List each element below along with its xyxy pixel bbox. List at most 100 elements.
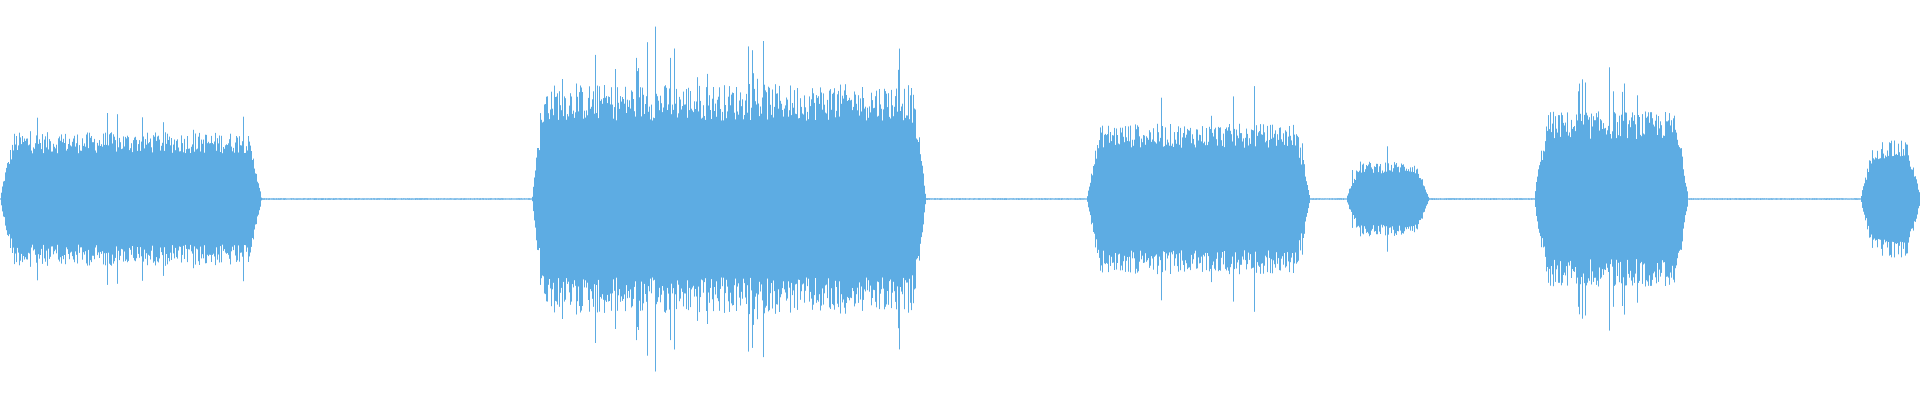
waveform-sample (125, 136, 126, 262)
waveform-sample (854, 91, 855, 307)
waveform-sample (826, 113, 827, 285)
waveform-sample (72, 141, 73, 257)
waveform-sample (16, 136, 17, 263)
waveform-sample (462, 198, 463, 200)
waveform-sample (1805, 198, 1806, 200)
waveform-sample (1279, 127, 1280, 271)
waveform-sample (1466, 198, 1467, 200)
waveform-sample (1544, 151, 1545, 247)
waveform-sample (8, 162, 9, 237)
waveform-sample (1082, 198, 1083, 200)
waveform-sample (34, 148, 35, 250)
waveform-sample (536, 157, 537, 241)
waveform-sample (447, 198, 448, 200)
waveform-sample (1191, 143, 1192, 255)
waveform-sample (478, 198, 479, 200)
waveform-sample (272, 198, 273, 200)
waveform-sample (1681, 148, 1682, 250)
waveform-sample (1495, 198, 1496, 200)
waveform-sample (212, 143, 213, 255)
waveform-sample (1221, 140, 1222, 258)
waveform-sample (1304, 164, 1305, 234)
waveform-sample (1297, 135, 1298, 263)
waveform-sample (1132, 139, 1133, 259)
waveform-sample (998, 198, 999, 200)
waveform-sample (1419, 178, 1420, 221)
waveform-sample (1195, 147, 1196, 251)
waveform-sample (4, 180, 5, 218)
waveform-sample (1852, 198, 1853, 200)
waveform-sample (1550, 112, 1551, 286)
waveform-sample (1405, 170, 1406, 228)
waveform-sample (1442, 198, 1443, 200)
waveform-sample (1636, 139, 1637, 260)
waveform-sample (1765, 198, 1766, 200)
waveform-sample (1251, 129, 1252, 269)
waveform-sample (677, 117, 678, 281)
waveform-sample (203, 139, 204, 259)
waveform-sample (856, 103, 857, 295)
waveform-sample (1845, 198, 1846, 200)
waveform-sample (1186, 134, 1187, 264)
waveform-sample (363, 198, 364, 200)
waveform-sample (581, 87, 582, 311)
waveform-sample (1798, 198, 1799, 200)
waveform-sample (704, 116, 705, 283)
waveform-sample (835, 117, 836, 281)
waveform-sample (1438, 198, 1439, 200)
waveform-sample (210, 143, 211, 255)
waveform-sample (780, 100, 781, 298)
waveform-sample (65, 133, 66, 265)
waveform-sample (1267, 125, 1268, 273)
waveform-sample (1511, 198, 1512, 200)
waveform-sample (1773, 198, 1774, 200)
waveform-sample (534, 177, 535, 221)
waveform-sample (1449, 198, 1450, 200)
waveform-sample (456, 198, 457, 200)
waveform-sample (930, 198, 931, 200)
waveform-sample (855, 94, 856, 304)
waveform-sample (553, 115, 554, 283)
waveform-sample (1119, 144, 1120, 254)
waveform-sample (1246, 128, 1247, 270)
waveform-sample (224, 148, 225, 250)
waveform-sample (1601, 120, 1602, 278)
waveform-sample (486, 198, 487, 200)
waveform-sample (112, 143, 113, 255)
waveform-sample (1574, 126, 1575, 272)
waveform-sample (443, 198, 444, 200)
waveform-sample (1288, 136, 1289, 262)
waveform-sample (510, 198, 511, 200)
waveform-sample (779, 85, 780, 313)
waveform-sample (1134, 139, 1135, 259)
waveform-sample (1369, 161, 1370, 237)
waveform-sample (571, 96, 572, 302)
waveform-sample (186, 149, 187, 249)
waveform-sample (1456, 198, 1457, 200)
waveform-sample (464, 198, 465, 200)
waveform-sample (1303, 160, 1304, 238)
waveform-sample (1472, 198, 1473, 200)
waveform-sample (1897, 155, 1898, 244)
waveform-sample (422, 198, 423, 200)
waveform-sample (907, 115, 908, 283)
waveform-sample (1192, 134, 1193, 264)
waveform-sample (724, 85, 725, 313)
waveform-sample (913, 94, 914, 304)
waveform-sample (24, 138, 25, 260)
waveform-sample (744, 115, 745, 284)
waveform-sample (1549, 129, 1550, 269)
waveform-sample (92, 142, 93, 256)
waveform-sample (1829, 198, 1830, 200)
waveform-sample (410, 198, 411, 200)
waveform-sample (430, 198, 431, 200)
waveform-sample (698, 111, 699, 287)
waveform-sample (701, 118, 702, 280)
waveform-sample (1435, 198, 1436, 200)
waveform-sample (344, 198, 345, 200)
waveform-sample (1493, 198, 1494, 200)
waveform-sample (1026, 198, 1027, 200)
waveform-sample (631, 90, 632, 308)
waveform-sample (1273, 137, 1274, 261)
